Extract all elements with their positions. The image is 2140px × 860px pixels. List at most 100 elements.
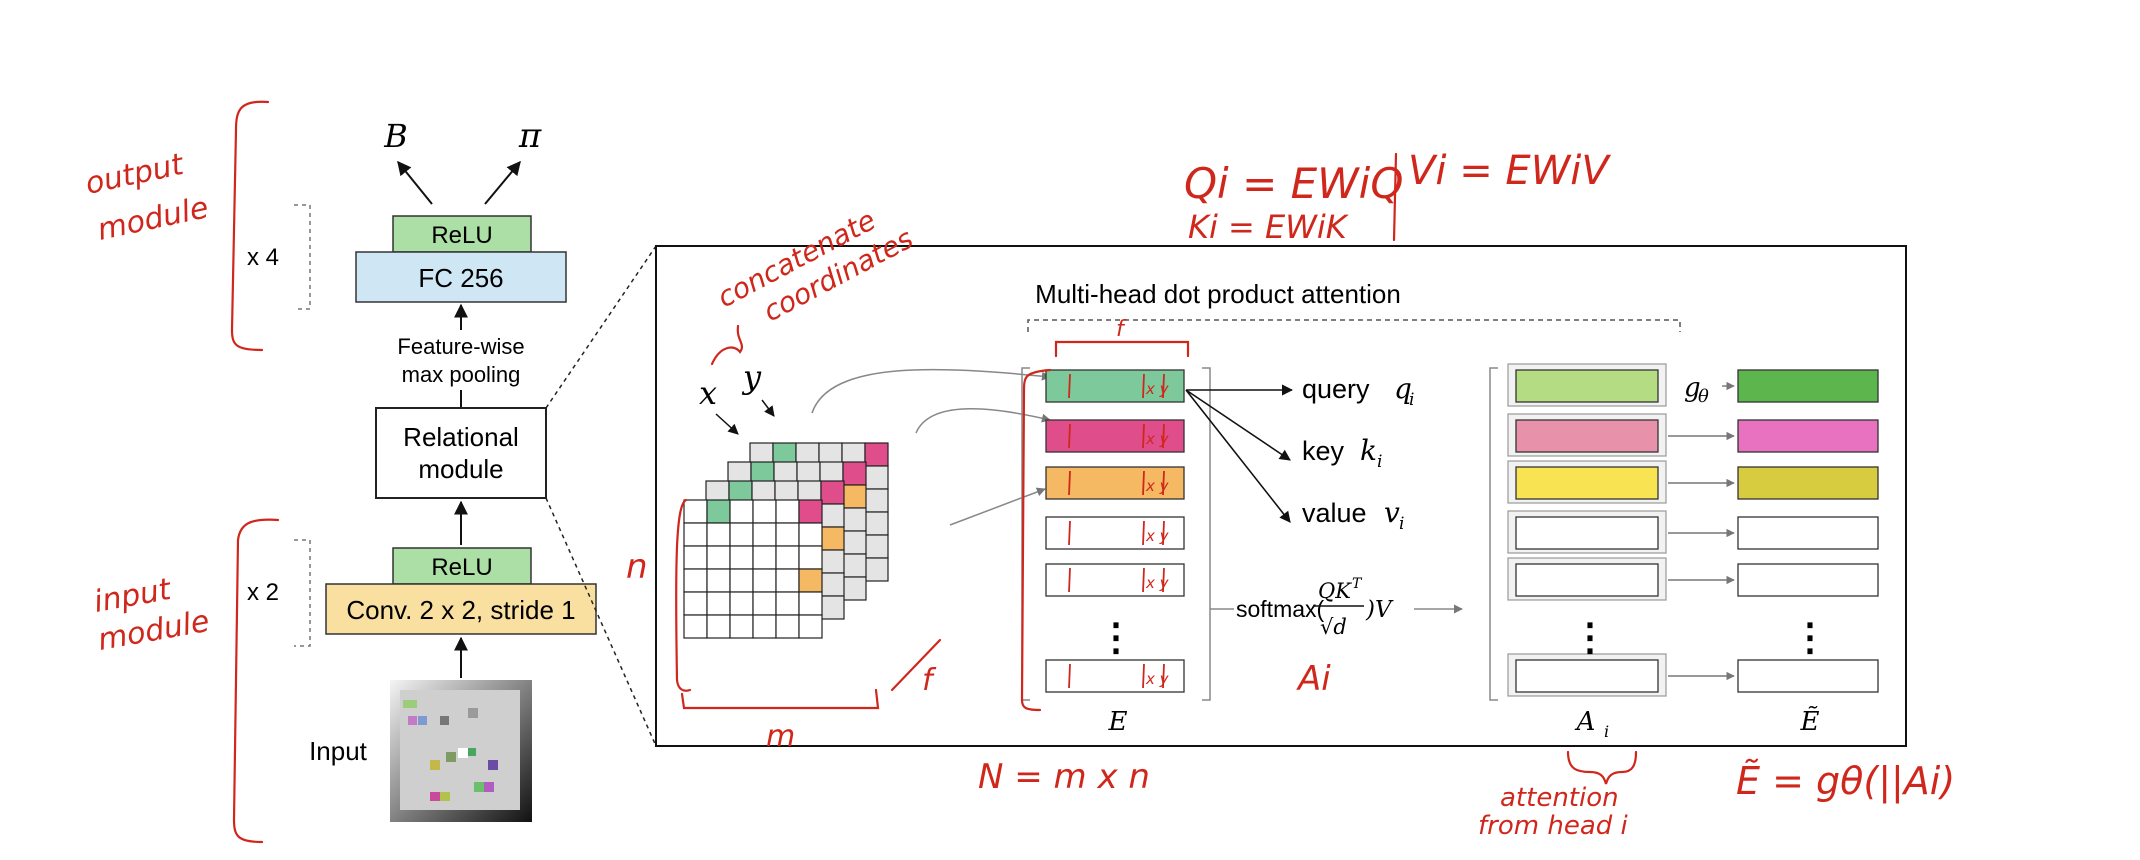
softmax-text: softmax( xyxy=(1236,596,1325,622)
grid-cell xyxy=(706,614,731,639)
g-theta-g: g xyxy=(1684,373,1701,403)
e-tilde-row xyxy=(1737,466,1879,500)
grid-cell xyxy=(729,568,754,593)
output-relu-box xyxy=(392,215,532,253)
grid-cell xyxy=(798,545,823,570)
grid-cell xyxy=(775,499,800,524)
feature-grid-stack xyxy=(683,442,889,639)
grid-cell xyxy=(752,499,777,524)
grid-cell xyxy=(842,507,867,532)
f-bracket xyxy=(1054,340,1190,358)
hw-v-equation: Vi = EWiV xyxy=(1408,148,1611,194)
e-dots: ⋮ xyxy=(1097,617,1135,659)
pooling-line2: max pooling xyxy=(402,362,521,387)
e-row-tick xyxy=(1162,373,1165,399)
e-row-tick xyxy=(1142,520,1145,546)
a-bracket-left xyxy=(1489,367,1498,701)
e-tilde-label: Ẽ xyxy=(1800,705,1820,737)
grid-cell xyxy=(752,522,777,547)
hw-n: n xyxy=(626,547,648,587)
grid-cell xyxy=(752,591,777,616)
conv-label: Conv. 2 x 2, stride 1 xyxy=(346,595,575,625)
input-module-bracket xyxy=(232,518,280,844)
grid-cell xyxy=(864,534,889,559)
a-row xyxy=(1515,466,1659,500)
arrow-key xyxy=(1185,389,1291,461)
a-row xyxy=(1515,369,1659,403)
grid-cell xyxy=(842,461,867,486)
e-tilde-row xyxy=(1737,563,1879,597)
attention-title-bracket xyxy=(1027,319,1681,332)
a-dots: ⋮ xyxy=(1571,617,1609,659)
e-row-tick xyxy=(1142,663,1145,689)
concat-brace xyxy=(710,324,744,366)
arrow-to-pi xyxy=(484,160,521,205)
grid-cell xyxy=(729,545,754,570)
grid-cell xyxy=(775,614,800,639)
grid-cell xyxy=(798,591,823,616)
key-symbol: k xyxy=(1360,434,1377,467)
grid-cell xyxy=(706,568,731,593)
a-row xyxy=(1515,516,1659,550)
e-row-tick xyxy=(1162,567,1165,593)
softmax-close: )V xyxy=(1365,597,1394,623)
key-sub: i xyxy=(1377,452,1382,472)
grid-cell xyxy=(798,499,823,524)
grid-cell xyxy=(842,576,867,601)
output-relu-label: ReLU xyxy=(431,222,492,249)
hw-f-top: f xyxy=(1116,317,1127,342)
grid-cell xyxy=(798,614,823,639)
grid-cell xyxy=(683,499,708,524)
grid-cell xyxy=(706,499,731,524)
output-fc-label: FC 256 xyxy=(418,263,503,293)
curve-pink-to-e xyxy=(915,408,1051,434)
output-fc-box xyxy=(355,251,567,303)
grid-cell xyxy=(683,568,708,593)
output-module: B π ReLU FC 256 x 4 xyxy=(247,116,567,310)
grid-cell xyxy=(820,549,845,574)
equation-separator xyxy=(1392,152,1398,242)
e-row-xy: x y xyxy=(1145,670,1170,688)
a-sub: i xyxy=(1604,722,1609,741)
e-row-tick xyxy=(1162,663,1165,689)
zoom-line-top xyxy=(545,245,657,409)
hw-attention-note-2: from head i xyxy=(1478,811,1629,841)
output-module-bracket xyxy=(230,100,270,352)
query-word: query xyxy=(1302,374,1370,404)
hw-k-equation: Ki = EWiK xyxy=(1188,208,1350,246)
e-row-tick xyxy=(1068,373,1071,399)
output-repeat-label: x 4 xyxy=(247,244,279,271)
curve-green-to-e xyxy=(811,368,1051,414)
grid-cell xyxy=(864,557,889,582)
grid-cell xyxy=(864,511,889,536)
line-orange-to-e xyxy=(949,487,1046,526)
e-row-tick xyxy=(1068,520,1071,546)
hw-output-module-2: module xyxy=(94,190,211,248)
arrow-to-b xyxy=(397,160,433,205)
grid-cell xyxy=(775,591,800,616)
grid-cell xyxy=(683,522,708,547)
e-row-xy: x y xyxy=(1145,527,1170,545)
grid-label-x: x xyxy=(699,374,717,412)
value-word: value xyxy=(1302,498,1367,528)
grid-cell xyxy=(820,572,845,597)
key-word: key xyxy=(1302,436,1345,466)
output-label-b: B xyxy=(383,117,408,155)
grid-cell xyxy=(820,503,845,528)
grid-cell xyxy=(683,614,708,639)
e-row-xy: x y xyxy=(1145,574,1170,592)
n-bracket xyxy=(675,498,692,692)
softmax-sqrt: √d xyxy=(1320,615,1347,639)
a-row xyxy=(1515,563,1659,597)
e-tilde-row xyxy=(1737,516,1879,550)
grid-cell xyxy=(729,499,754,524)
zoom-line-bottom xyxy=(545,497,657,747)
relational-module-box xyxy=(375,407,547,499)
value-symbol: v xyxy=(1384,496,1400,529)
e-tilde-row xyxy=(1737,419,1879,453)
query-symbol: q xyxy=(1394,372,1412,405)
grid-cell xyxy=(798,522,823,547)
output-repeat-bracket xyxy=(294,204,311,310)
output-label-pi: π xyxy=(518,116,542,156)
hw-q-equation: Qi = EWiQ xyxy=(1184,159,1403,208)
